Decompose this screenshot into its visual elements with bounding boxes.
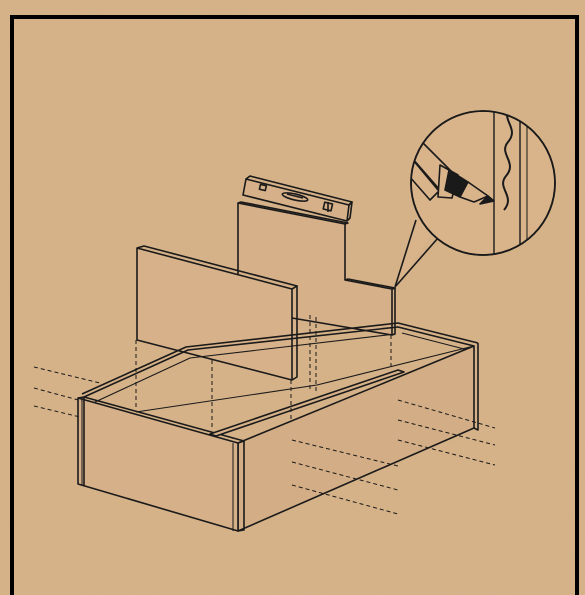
- instruction-illustration: [0, 0, 585, 595]
